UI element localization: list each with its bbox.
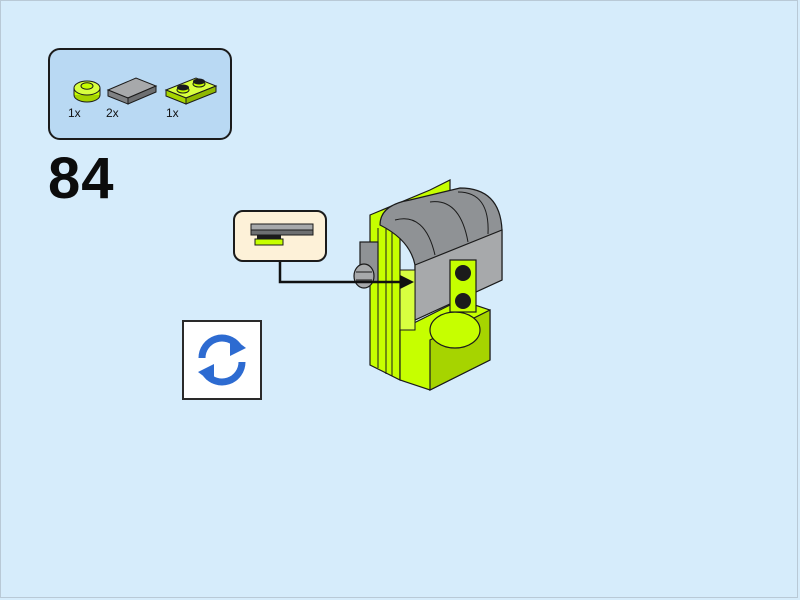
round-plate-1x1-lime-icon (73, 80, 101, 103)
assembled-model-icon (353, 179, 503, 391)
tile-on-round-plate-icon (250, 223, 314, 246)
tile-1x2-gray-icon (106, 77, 158, 105)
part-qty: 2x (106, 106, 119, 120)
rotate-model-icon (198, 334, 246, 386)
sub-assembly-callout (233, 210, 327, 262)
part-qty: 1x (68, 106, 81, 120)
rotate-model-button[interactable] (182, 320, 262, 400)
step-number: 84 (48, 146, 115, 211)
plate-1x2-lime-icon (164, 77, 218, 105)
part-qty: 1x (166, 106, 179, 120)
parts-list-callout: 1x 2x 1x (48, 48, 232, 140)
